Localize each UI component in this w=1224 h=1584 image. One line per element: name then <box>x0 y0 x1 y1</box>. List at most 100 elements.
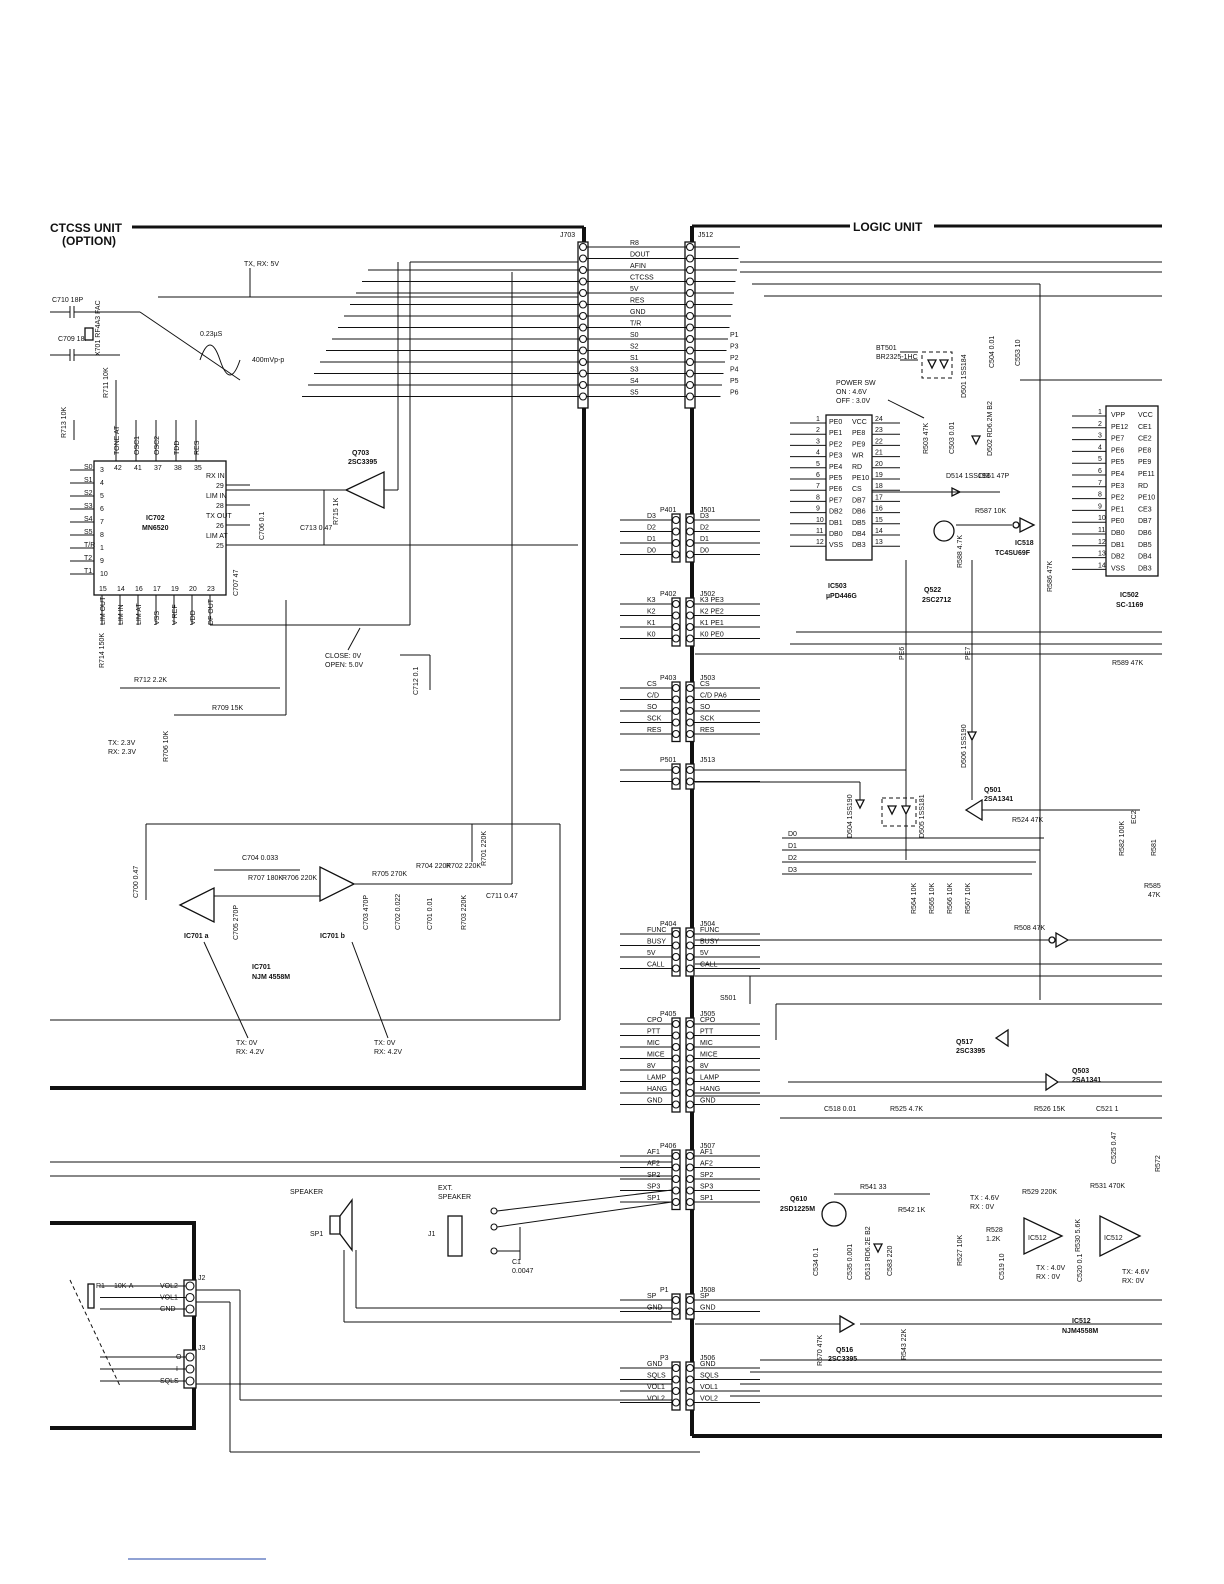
connector-right-label: CS <box>700 681 710 688</box>
ic503-left-pin-label: DB0 <box>829 531 843 538</box>
connector-left-name: P404 <box>660 921 676 928</box>
j3-pin <box>185 1364 195 1374</box>
connector-pin <box>685 706 695 716</box>
connector-right-label: GND <box>700 1305 716 1312</box>
connector-pin <box>671 1174 681 1184</box>
ic502-left-pin-num: 7 <box>1098 480 1102 487</box>
connector-pin <box>671 941 681 950</box>
connector-left-label: 5V <box>647 950 656 957</box>
connector-left-housing <box>671 513 681 563</box>
ic702-top-pin-label: TONE AT <box>114 425 121 455</box>
connector-pin <box>671 695 681 704</box>
j703-pin <box>578 380 588 390</box>
bus-right-pin-label: P6 <box>730 390 739 397</box>
connector-right-label: D3 <box>700 513 709 520</box>
connector-left-label: AF1 <box>647 1149 660 1156</box>
ic503-right-pin-label: VCC <box>852 419 867 426</box>
ext-speaker-2: SPEAKER <box>438 1194 471 1201</box>
connector-left-label: RES <box>647 727 662 734</box>
connector-right-label: SQLS <box>700 1373 719 1380</box>
ic502-right-pin-label: VCC <box>1138 412 1153 419</box>
ctcss-unit-title: CTCSS UNIT <box>50 221 123 235</box>
ic702-bottom-pin-num: 16 <box>135 586 143 593</box>
ic702-left-pin-label: S1 <box>84 477 93 484</box>
ic502-left-pin-label: PE6 <box>1111 447 1124 454</box>
c583-label: C583 220 <box>887 1246 894 1276</box>
r543-label: R543 22K <box>901 1329 908 1360</box>
connector-right-housing <box>685 1017 695 1113</box>
ic502-left-pin-label: DB1 <box>1111 542 1125 549</box>
ic503-left-pin-label: DB2 <box>829 509 843 516</box>
r711-label: R711 10K <box>103 367 110 398</box>
c712-label: C712 0.1 <box>413 666 420 695</box>
r528-val: 1.2K <box>986 1236 1001 1243</box>
connector-left-label: K3 <box>647 597 656 604</box>
connector-left-label: CPO <box>647 1017 663 1024</box>
speaker-area: SPEAKER SP1 EXT. SPEAKER J1 C1 0.0047 R1… <box>50 1161 700 1453</box>
ic702-left-pin-num: 10 <box>100 571 108 578</box>
connector-pin <box>685 1398 695 1407</box>
connector-left-housing <box>671 597 681 647</box>
connector-pin <box>685 1088 695 1098</box>
connector-left-housing <box>671 1017 681 1113</box>
connector-right-label: LAMP <box>700 1075 719 1082</box>
j512-pin <box>685 392 695 401</box>
ic503-right-pin-num: 24 <box>875 416 883 423</box>
connector-left-label: SP <box>647 1293 657 1300</box>
c701-label: C701 0.01 <box>427 898 434 930</box>
c503-label: C503 0.01 <box>949 422 956 454</box>
ic503-right-pin-num: 14 <box>875 528 883 535</box>
connector-right-name: J507 <box>700 1143 715 1150</box>
c711-label: C711 0.47 <box>486 893 518 900</box>
j703-pin <box>578 323 588 332</box>
connector-pin <box>685 1295 695 1305</box>
r587-label: R587 10K <box>975 508 1006 515</box>
ic512a-opamp <box>1023 1216 1064 1256</box>
ic702-bottom-pin-num: 17 <box>153 586 161 593</box>
connector-right-label: CALL <box>700 962 718 969</box>
ic503-right-pin-num: 21 <box>875 450 883 457</box>
connector-pin <box>671 1398 681 1407</box>
r706a-label: R706 10K <box>163 731 170 762</box>
txrx-23-tx: TX: 2.3V <box>108 740 136 747</box>
connector-right-housing <box>685 513 695 563</box>
c521-label: C521 1 <box>1096 1106 1119 1113</box>
ic503-right-pin-label: DB5 <box>852 520 866 527</box>
ic502-left-pin-num: 6 <box>1098 468 1102 475</box>
connector-pin <box>685 550 695 559</box>
connector-left-label: MIC <box>647 1040 660 1047</box>
ic503-left-pin-num: 3 <box>816 438 820 445</box>
tx46-label: TX : 4.6V <box>970 1195 1000 1202</box>
j2-label: J2 <box>198 1275 206 1282</box>
connector-pin <box>671 1065 681 1075</box>
q610-transistor <box>821 1201 847 1227</box>
c520-label: C520 0.1 <box>1077 1253 1084 1282</box>
ic503-right-pin-label: WR <box>852 453 864 460</box>
ic518-part: TC4SU69F <box>995 550 1031 557</box>
connector-left-label: K1 <box>647 620 656 627</box>
ctcss-unit-border <box>50 225 586 1090</box>
j512-pin <box>685 334 695 344</box>
ic502-part: SC-1169 <box>1116 602 1143 609</box>
ic702-top-pin-num: 35 <box>194 465 202 472</box>
ec2-label: EC2 <box>1131 810 1138 824</box>
connector-pin <box>685 1100 695 1109</box>
q516-name: Q516 <box>836 1347 853 1354</box>
bt501-part: BR2325-1HC <box>876 354 918 361</box>
c710-label: C710 18P <box>52 297 83 304</box>
j703-pin <box>578 357 588 367</box>
connector-pin <box>671 611 681 620</box>
ic503-right-pin-label: DB6 <box>852 509 866 516</box>
connector-left-label: GND <box>647 1361 663 1368</box>
power-sw-3: OFF : 3.0V <box>836 398 871 405</box>
c707-label: C707 47 <box>233 569 240 596</box>
connector-left-label: C/D <box>647 693 659 700</box>
connector-right-label: K2 PE2 <box>700 609 724 616</box>
